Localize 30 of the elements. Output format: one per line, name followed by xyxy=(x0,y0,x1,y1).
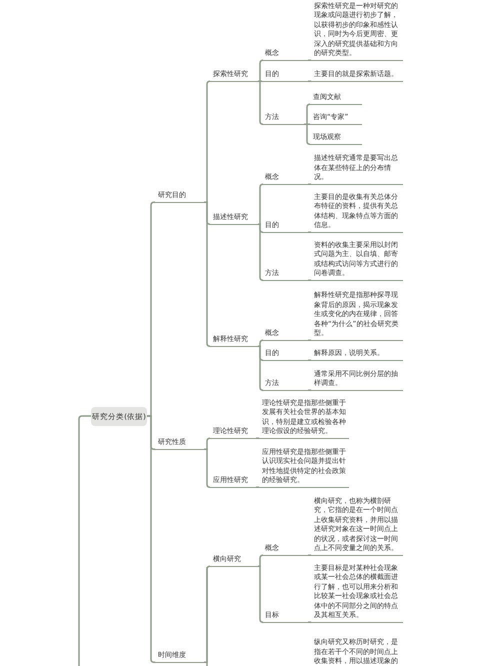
connector-line xyxy=(304,124,311,145)
connector-line xyxy=(258,554,264,567)
connector-line xyxy=(204,566,211,663)
connector-line xyxy=(258,60,264,82)
connector-line xyxy=(204,202,211,347)
connector-line xyxy=(258,80,264,125)
connector-line xyxy=(258,184,264,225)
connector-line xyxy=(308,80,311,82)
connector-line xyxy=(256,486,259,488)
connector-line xyxy=(308,390,311,391)
connector-line xyxy=(204,438,211,450)
connector-line xyxy=(308,60,311,61)
connector-line xyxy=(308,622,311,623)
connector-line xyxy=(258,346,264,391)
connector-line xyxy=(308,340,311,341)
connector-line xyxy=(147,415,156,663)
connector-line xyxy=(258,340,264,347)
connector-line xyxy=(258,566,264,623)
connector-line xyxy=(308,554,311,556)
connector-line xyxy=(258,224,264,281)
connector-line xyxy=(308,232,311,233)
connector-line xyxy=(204,448,211,488)
connector-line xyxy=(308,280,311,281)
connector-line xyxy=(308,184,311,185)
connector-line xyxy=(308,360,311,361)
connector-line xyxy=(204,80,211,203)
connector-line xyxy=(147,202,156,417)
connector-line xyxy=(304,104,311,125)
connector-line xyxy=(256,438,259,439)
connector-line xyxy=(258,80,262,82)
